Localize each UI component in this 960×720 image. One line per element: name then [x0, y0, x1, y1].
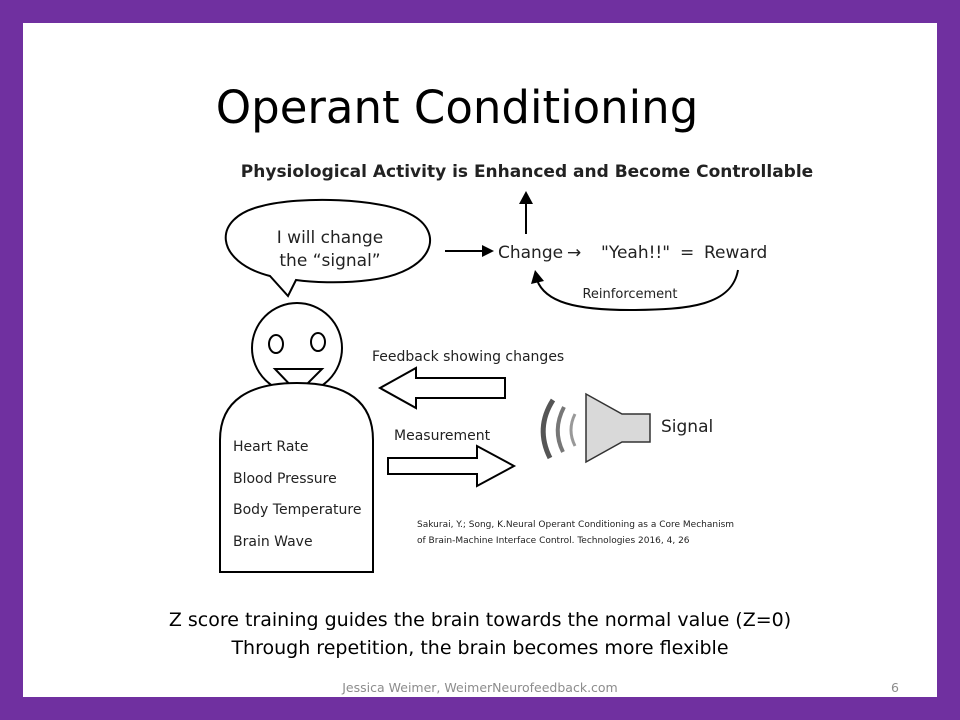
citation-line-2: of Brain-Machine Interface Control. Tech…	[417, 536, 690, 546]
body-item-body-temperature: Body Temperature	[233, 502, 361, 518]
reinforcement-loop-arrow-icon	[531, 269, 739, 312]
slide-title: Operant Conditioning	[215, 81, 699, 134]
body-item-blood-pressure: Blood Pressure	[233, 471, 337, 487]
equals-sign: =	[680, 243, 694, 263]
reward-label: Reward	[704, 243, 767, 263]
feedback-label: Feedback showing changes	[372, 349, 564, 365]
top-caption: Physiological Activity is Enhanced and B…	[241, 162, 813, 182]
feedback-arrow-icon	[377, 366, 506, 410]
reinforcement-label: Reinforcement	[582, 287, 677, 302]
person-body	[219, 381, 374, 573]
footer-text: Jessica Weimer, WeimerNeurofeedback.com	[342, 680, 618, 695]
right-eye-icon	[310, 332, 326, 352]
body-line-2: Through repetition, the brain becomes mo…	[231, 637, 729, 659]
speech-bubble: I will change the “signal”	[224, 198, 432, 298]
person-head	[251, 302, 343, 395]
speech-line-1: I will change	[277, 228, 383, 248]
arrow-to-change-icon	[445, 245, 494, 257]
measurement-arrow-icon	[387, 444, 517, 488]
speech-line-2: the “signal”	[279, 251, 380, 271]
arrow-symbol: →	[567, 243, 581, 263]
speaker-icon	[540, 392, 651, 464]
left-eye-icon	[268, 334, 284, 354]
body-line-1: Z score training guides the brain toward…	[168, 609, 792, 631]
citation-line-1: Sakurai, Y.; Song, K.Neural Operant Cond…	[417, 520, 734, 530]
change-label: Change	[498, 243, 563, 263]
up-arrow-icon	[519, 191, 533, 234]
signal-label: Signal	[661, 417, 713, 437]
mouth-icon	[272, 368, 325, 395]
body-item-brain-wave: Brain Wave	[233, 534, 313, 550]
body-item-heart-rate: Heart Rate	[233, 439, 309, 455]
page-number: 6	[891, 680, 899, 695]
operant-conditioning-diagram: Physiological Activity is Enhanced and B…	[219, 162, 813, 573]
yeah-label: "Yeah!!"	[601, 243, 670, 263]
measurement-label: Measurement	[394, 428, 491, 444]
slide: Operant Conditioning Physiological Activ…	[23, 23, 937, 697]
